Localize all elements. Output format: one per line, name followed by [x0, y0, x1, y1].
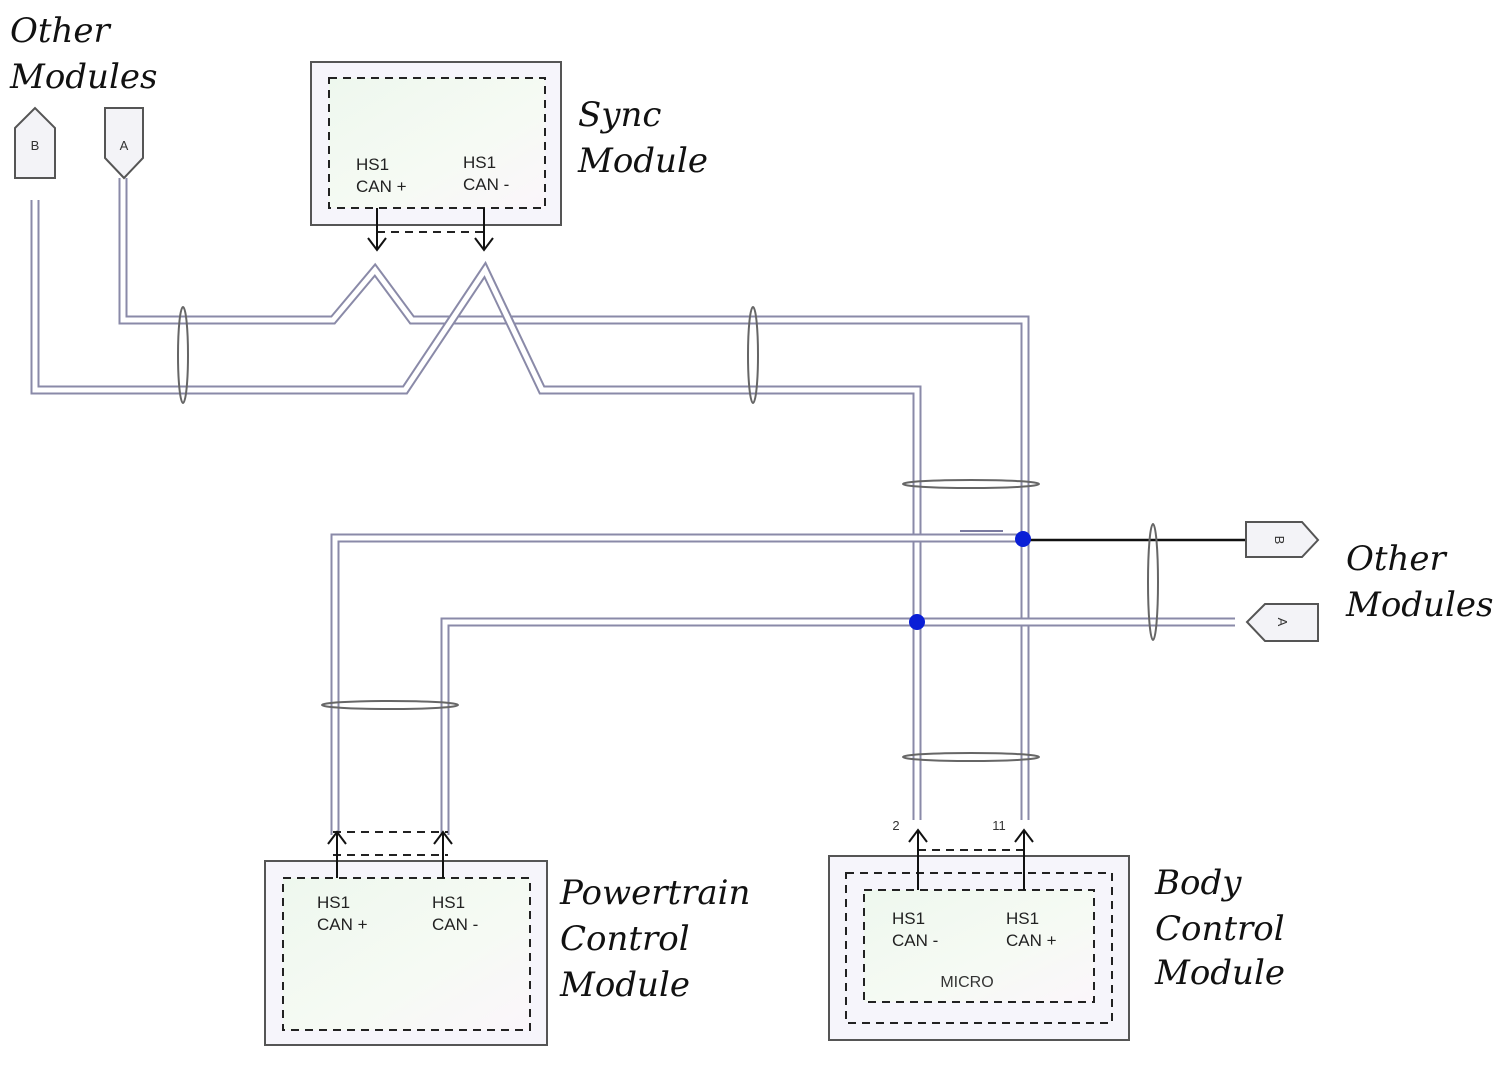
bcm-pin-number-left: 2	[892, 818, 899, 833]
twist-marker	[747, 306, 759, 404]
bcm-micro-label: MICRO	[940, 974, 993, 991]
connector-a-label: A	[120, 138, 129, 153]
label-other-modules-right-line2: Modules	[1345, 585, 1493, 625]
twist-marker	[902, 479, 1040, 489]
sync-can-plus-arrow	[367, 208, 387, 252]
sync-can-plus-line2: CAN +	[356, 177, 407, 196]
connector-a: A	[104, 107, 144, 180]
connector-b: B	[14, 106, 56, 179]
bcm-can-plus-arrow	[1014, 828, 1034, 890]
connector-right-bottom: A	[1245, 603, 1319, 642]
sync-can-plus-line1: HS1	[356, 155, 389, 174]
body-control-module: HS1 CAN - HS1 CAN + MICRO 2 11	[828, 818, 1130, 1041]
wire-pcm-can-minus	[440, 617, 1235, 835]
label-powertrain-line3: Module	[559, 965, 690, 1005]
wire-can-plus-top	[118, 178, 1030, 820]
sync-can-minus-line1: HS1	[463, 153, 496, 172]
connector-right-bottom-label: A	[1275, 618, 1290, 627]
label-sync-line2: Module	[577, 141, 708, 181]
ptcm-can-minus-line2: CAN -	[432, 915, 478, 934]
bcm-can-minus-arrow	[908, 828, 928, 890]
bcm-can-minus-line2: CAN -	[892, 931, 938, 950]
connector-right-top: B	[1245, 521, 1320, 558]
label-other-modules-right-line1: Other	[1346, 539, 1448, 579]
twist-markers	[177, 306, 1159, 762]
splice-point-can-minus	[909, 614, 925, 630]
label-sync-line1: Sync	[578, 95, 661, 135]
bcm-pin-number-right: 11	[992, 818, 1006, 833]
splice-point-can-plus	[1015, 531, 1031, 547]
ptcm-can-plus-line1: HS1	[317, 893, 350, 912]
ptcm-can-plus-arrow	[327, 830, 347, 878]
ptcm-can-minus-line1: HS1	[432, 893, 465, 912]
bcm-can-minus-line1: HS1	[892, 909, 925, 928]
connector-b-label: B	[31, 138, 40, 153]
twist-marker	[1147, 523, 1159, 641]
label-powertrain-line2: Control	[560, 919, 690, 959]
can-wires	[30, 178, 1248, 835]
ptcm-can-minus-arrow	[433, 830, 453, 878]
powertrain-control-module: HS1 CAN + HS1 CAN -	[264, 830, 548, 1046]
connector-right-top-label: B	[1272, 536, 1287, 545]
label-powertrain-line1: Powertrain	[559, 873, 750, 913]
twist-marker	[177, 306, 189, 404]
bcm-outer-dash	[845, 872, 1113, 1024]
label-body-line1: Body	[1154, 863, 1242, 903]
ptcm-can-plus-line2: CAN +	[317, 915, 368, 934]
label-body-line2: Control	[1155, 909, 1285, 949]
label-other-modules-top-line1: Other	[10, 11, 112, 51]
wire-pcm-can-plus	[330, 533, 1025, 835]
label-other-modules-top-line2: Modules	[9, 57, 157, 97]
bcm-can-plus-line1: HS1	[1006, 909, 1039, 928]
sync-can-minus-line2: CAN -	[463, 175, 509, 194]
label-body-line3: Module	[1154, 953, 1285, 993]
twist-marker	[902, 752, 1040, 762]
bcm-can-plus-line2: CAN +	[1006, 931, 1057, 950]
twist-marker	[321, 700, 459, 710]
sync-module: HS1 CAN + HS1 CAN -	[310, 61, 562, 252]
sync-can-minus-arrow	[474, 208, 494, 252]
wire-can-minus-top	[30, 200, 922, 820]
